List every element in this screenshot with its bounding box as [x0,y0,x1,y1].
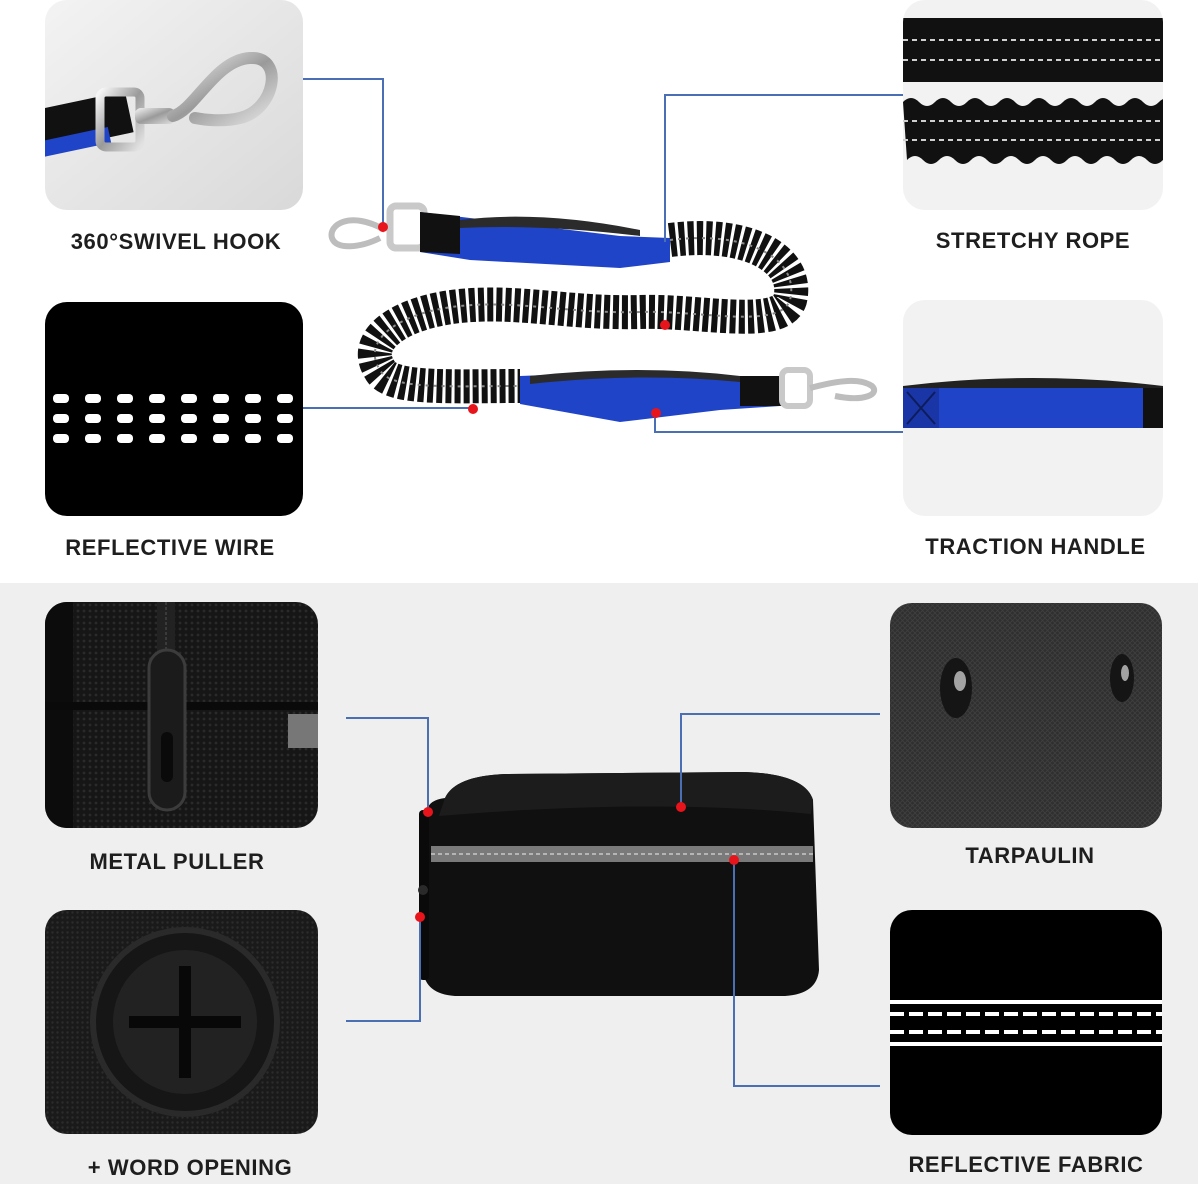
reflective-wire-label: REFLECTIVE WIRE [65,535,275,560]
swivel-hook-image [45,0,303,210]
leash-product-image [328,202,877,422]
word-opening-label: + WORD OPENING [87,1155,293,1180]
traction-handle-label: TRACTION HANDLE [925,534,1146,559]
stretchy-rope-image [903,0,1163,210]
metal-puller-label: METAL PULLER [89,849,265,874]
reflective-fabric-label: REFLECTIVE FABRIC [908,1152,1144,1177]
stretchy-rope-label: STRETCHY ROPE [935,228,1131,253]
metal-puller-image [45,602,318,828]
traction-handle-image [903,300,1163,516]
bag-product-image [418,772,819,996]
reflective-fabric-image [890,910,1162,1135]
reflective-wire-image [45,302,303,516]
word-opening-image [45,910,318,1134]
tarpaulin-label: TARPAULIN [965,843,1095,868]
tarpaulin-image [890,603,1162,828]
swivel-hook-label: 360°SWIVEL HOOK [70,229,282,254]
